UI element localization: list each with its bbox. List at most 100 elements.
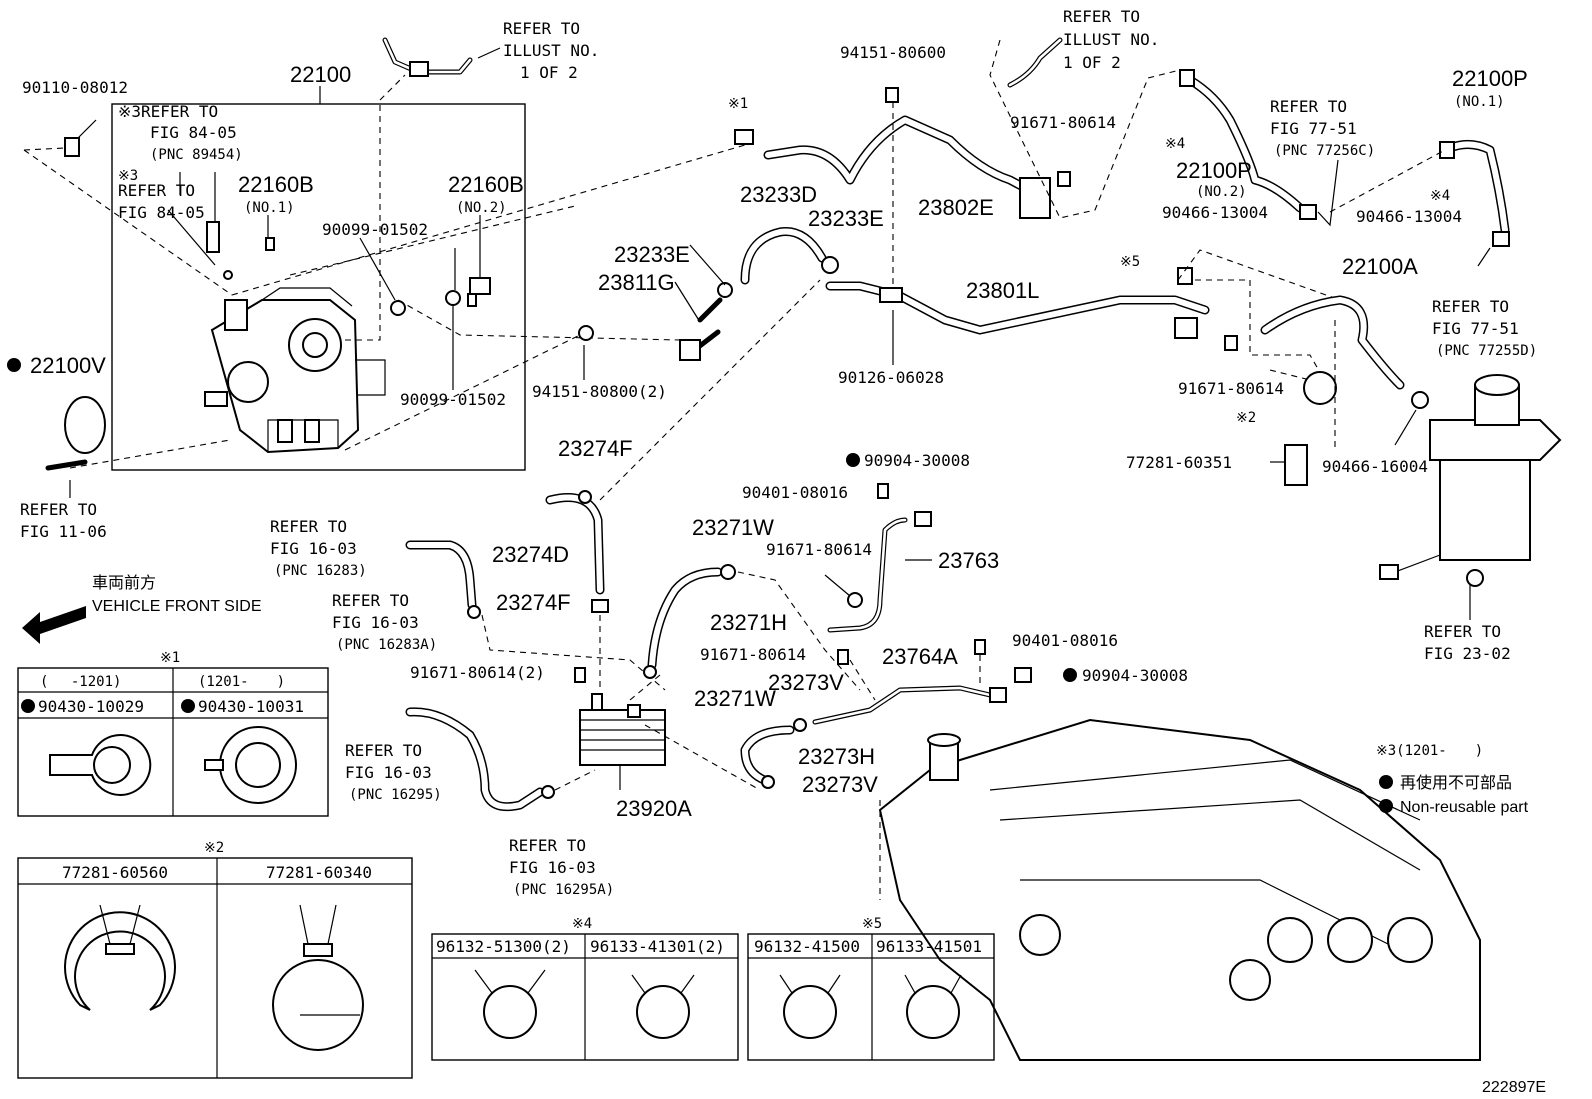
label-23233e-a: 23233E [808, 206, 884, 231]
table5-col1: 96132-41500 [754, 937, 860, 956]
diagram-code: 222897E [1482, 1079, 1546, 1096]
label-23274f-a: 23274F [558, 436, 633, 461]
table1-mark: ※1 [160, 650, 180, 666]
label-90401-08016-b: 90401-08016 [1012, 631, 1118, 650]
table4-mark: ※4 [572, 916, 592, 932]
label-refer-illust-2-b: ILLUST NO. [1063, 30, 1159, 49]
engine-block-drawing [878, 718, 1481, 1061]
label-23273v-a: 23273V [768, 670, 844, 695]
label-90904-30008-a: 90904-30008 [864, 451, 970, 470]
label-90401-08016-a: 90401-08016 [742, 483, 848, 502]
label-90466-13004-b: 90466-13004 [1356, 207, 1462, 226]
bolt-90110 [64, 137, 80, 157]
fuel-filter [1379, 374, 1562, 587]
legend-dot-en [1379, 799, 1393, 813]
label-23802e: 23802E [918, 195, 994, 220]
label-no2-b: (NO.2) [1196, 184, 1247, 200]
label-22100a: 22100A [1342, 254, 1418, 279]
label-mark-1: ※1 [728, 96, 748, 112]
clamp-96132-51300-drawing [483, 985, 537, 1039]
table1-col2-part: 90430-10031 [198, 697, 304, 716]
nonreusable-dot-90904b [1063, 668, 1077, 682]
label-no1-b: (NO.1) [1454, 94, 1505, 110]
label-23920a: 23920A [616, 796, 692, 821]
label-front-en: VEHICLE FRONT SIDE [92, 598, 262, 615]
label-ref-16-03-d-2: FIG 16-03 [509, 858, 596, 877]
label-22100: 22100 [290, 62, 351, 87]
label-23233d: 23233D [740, 182, 817, 207]
label-fig-84-05-a: FIG 84-05 [150, 123, 237, 142]
label-23271w-b: 23271W [694, 686, 776, 711]
label-ref-77-51-b-3: (PNC 77255D) [1436, 343, 1537, 359]
label-ref-77-51-b-2: FIG 77-51 [1432, 319, 1519, 338]
label-refer-illust-2-c: 1 OF 2 [1063, 53, 1121, 72]
label-refer-illust-2-a: REFER TO [1063, 7, 1140, 26]
label-22160b-no1: 22160B [238, 172, 314, 197]
label-23764a: 23764A [882, 644, 958, 669]
label-refer-to-b: REFER TO [118, 181, 195, 200]
label-ref-16-03-b-3: (PNC 16283A) [336, 637, 437, 653]
label-23271h: 23271H [710, 610, 787, 635]
fuel-pipe-upper [734, 87, 1071, 219]
label-refer-fig-11-06-a: REFER TO [20, 500, 97, 519]
vehicle-front-arrow-icon [22, 606, 86, 644]
label-pnc-89454: (PNC 89454) [150, 147, 243, 163]
label-91671-80614-2: 91671-80614(2) [410, 663, 545, 682]
label-ref-16-03-d-1: REFER TO [509, 836, 586, 855]
label-ref-23-02-b: FIG 23-02 [1424, 644, 1511, 663]
label-ref-16-03-b-1: REFER TO [332, 591, 409, 610]
label-23273v-b: 23273V [802, 772, 878, 797]
label-ref-23-02-a: REFER TO [1424, 622, 1501, 641]
table1-col1-head: ( -1201) [40, 674, 121, 690]
label-ref-16-03-b-2: FIG 16-03 [332, 613, 419, 632]
label-ref-77-51-b-1: REFER TO [1432, 297, 1509, 316]
label-ref-16-03-a-2: FIG 16-03 [270, 539, 357, 558]
label-23274d: 23274D [492, 542, 569, 567]
clamp-77281-60351 [1284, 444, 1308, 486]
bolt-22160b-no2 [469, 277, 491, 295]
label-mark-4-a: ※4 [1165, 136, 1185, 152]
label-22100p-no1: 22100P [1452, 66, 1528, 91]
injection-pump-group-box [111, 103, 526, 471]
label-90110-08012: 90110-08012 [22, 78, 128, 97]
label-77281-60351: 77281-60351 [1126, 453, 1232, 472]
label-90466-13004-a: 90466-13004 [1162, 203, 1268, 222]
nonreusable-dot-90430-10031 [181, 699, 195, 713]
label-94151-80600: 94151-80600 [840, 43, 946, 62]
legend-dot-jp [1379, 775, 1393, 789]
oil-cooler-23920a [579, 693, 666, 766]
label-22100p-no2: 22100P [1176, 158, 1252, 183]
label-22100v: 22100V [30, 353, 106, 378]
label-no2-a: (NO.2) [456, 200, 507, 216]
label-23273h: 23273H [798, 744, 875, 769]
label-91671-80614-b: 91671-80614 [1178, 379, 1284, 398]
clamp-96133-41301-drawing [636, 985, 690, 1039]
table2-col1: 77281-60560 [62, 863, 168, 882]
label-refer-fig-11-06-b: FIG 11-06 [20, 522, 107, 541]
table2-col2: 77281-60340 [266, 863, 372, 882]
clamp-96133-41501-drawing [906, 985, 960, 1039]
label-fig-84-05-b: FIG 84-05 [118, 203, 205, 222]
label-no1-a: (NO.1) [244, 200, 295, 216]
gasket-90099-a [390, 300, 406, 316]
label-ref-16-03-c-2: FIG 16-03 [345, 763, 432, 782]
legend-nonreusable-en: Non-reusable part [1400, 799, 1529, 816]
label-22160b-no2: 22160B [448, 172, 524, 197]
label-90466-16004: 90466-16004 [1322, 457, 1428, 476]
label-ref-16-03-d-3: (PNC 16295A) [513, 882, 614, 898]
label-91671-80614-a: 91671-80614 [1010, 113, 1116, 132]
label-ref-16-03-c-3: (PNC 16295) [349, 787, 442, 803]
label-90099-01502-b: 90099-01502 [400, 390, 506, 409]
label-refer-illust-1-a: REFER TO [503, 19, 580, 38]
label-ref-16-03-c-1: REFER TO [345, 741, 422, 760]
fuel-pipe-23801l [825, 267, 1238, 351]
label-91671-80614-d: 91671-80614 [700, 645, 806, 664]
clamp-77281-60340-drawing [272, 904, 364, 1051]
table4-col2: 96133-41301(2) [590, 937, 725, 956]
table1-col2-head: (1201- ) [198, 674, 285, 690]
table4-col1: 96132-51300(2) [436, 937, 571, 956]
label-ref-16-03-a-1: REFER TO [270, 517, 347, 536]
label-ref3-refer-to: ※3REFER TO [118, 102, 218, 121]
table2-mark: ※2 [204, 840, 224, 856]
label-mark-2: ※2 [1236, 410, 1256, 426]
